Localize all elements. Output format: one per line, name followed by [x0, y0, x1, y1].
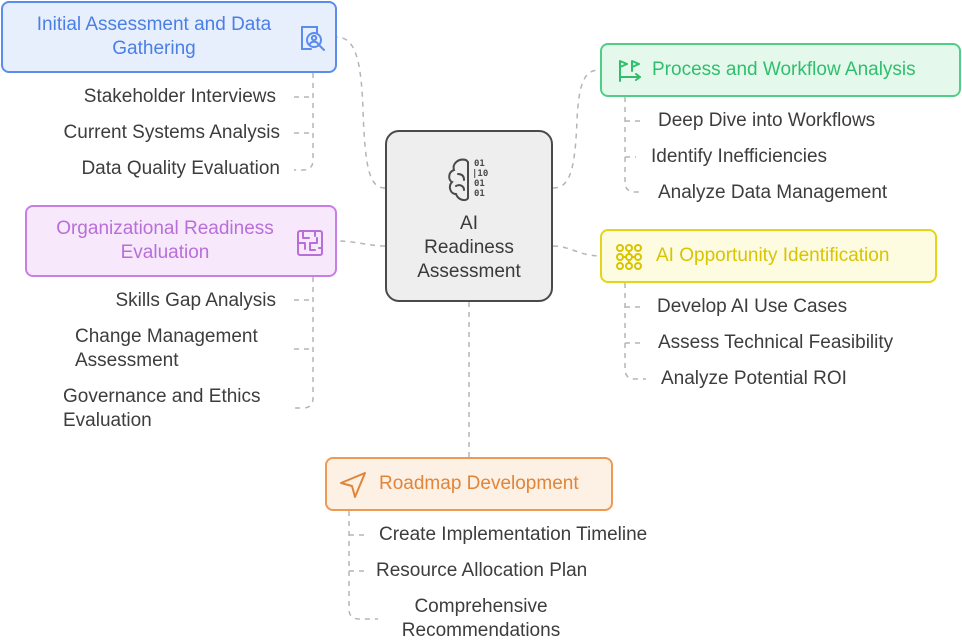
- list-item-line: Evaluation: [63, 410, 152, 431]
- center-title-line: Readiness: [424, 237, 514, 258]
- svg-text:01: 01: [474, 159, 485, 169]
- branch-title: Process and Workflow Analysis: [652, 59, 916, 80]
- list-item-line: Recommendations: [401, 620, 561, 641]
- branch-title: Organizational Readiness Evaluation: [37, 217, 293, 265]
- list-item: Identify Inefficiencies: [651, 146, 828, 167]
- svg-text:01: 01: [474, 189, 485, 199]
- list-item: Current Systems Analysis: [63, 122, 280, 143]
- list-item: Analyze Data Management: [658, 182, 888, 203]
- branch-initial-assessment[interactable]: Initial Assessment and Data Gathering: [1, 1, 337, 73]
- list-item: Data Quality Evaluation: [81, 158, 280, 179]
- branch-title-line: Organizational Readiness: [56, 218, 274, 239]
- list-item: Stakeholder Interviews: [83, 86, 276, 107]
- list-item-line: Change Management: [75, 326, 258, 347]
- maze-icon: [297, 230, 323, 256]
- list-item: Skills Gap Analysis: [115, 289, 276, 313]
- branch-ai-opportunity[interactable]: AI Opportunity Identification: [600, 229, 937, 283]
- center-node: 01 |10 01 01 AI Readiness Assessment: [385, 130, 553, 302]
- list-item-line: Comprehensive: [414, 596, 548, 617]
- branch-title: AI Opportunity Identification: [656, 245, 890, 266]
- list-item-line: Skills Gap Analysis: [115, 290, 276, 311]
- branch-title-line: Initial Assessment and Data: [36, 14, 272, 35]
- list-item: Deep Dive into Workflows: [658, 110, 876, 131]
- branch-title: Roadmap Development: [379, 473, 579, 494]
- navigation-arrow-icon: [340, 472, 366, 498]
- branch-title-line: Gathering: [112, 38, 196, 59]
- magnifier-person-icon: [301, 26, 325, 51]
- svg-text:|10: |10: [472, 169, 488, 179]
- list-item: Change Management Assessment: [75, 325, 258, 373]
- list-item: Governance and Ethics Evaluation: [63, 385, 261, 433]
- branch-title: Initial Assessment and Data Gathering: [11, 13, 297, 61]
- list-item-line: Create Implementation Timeline: [379, 524, 648, 545]
- list-item-line: Resource Allocation Plan: [376, 560, 588, 581]
- center-title-line: AI: [460, 213, 478, 234]
- list-item: Assess Technical Feasibility: [658, 332, 894, 353]
- list-item: Create Implementation Timeline: [379, 523, 647, 547]
- branch-title-line: Evaluation: [120, 242, 210, 263]
- center-title: AI Readiness Assessment: [417, 212, 520, 284]
- list-item: Resource Allocation Plan: [376, 559, 587, 583]
- center-title-line: Assessment: [417, 261, 521, 282]
- brain-binary-icon: 01 |10 01 01: [448, 158, 488, 202]
- list-item: Comprehensive Recommendations: [386, 595, 576, 643]
- svg-text:01: 01: [474, 179, 485, 189]
- list-item: Develop AI Use Cases: [657, 296, 848, 317]
- nodes-grid-icon: [616, 244, 642, 270]
- branch-process-workflow[interactable]: Process and Workflow Analysis: [600, 43, 961, 97]
- list-item: Analyze Potential ROI: [661, 368, 847, 389]
- branch-roadmap-development[interactable]: Roadmap Development: [325, 457, 613, 511]
- list-item-line: Assessment: [75, 350, 179, 371]
- workflow-flags-icon: [619, 60, 641, 82]
- branch-organizational-readiness[interactable]: Organizational Readiness Evaluation: [25, 205, 337, 277]
- list-item-line: Governance and Ethics: [63, 386, 261, 407]
